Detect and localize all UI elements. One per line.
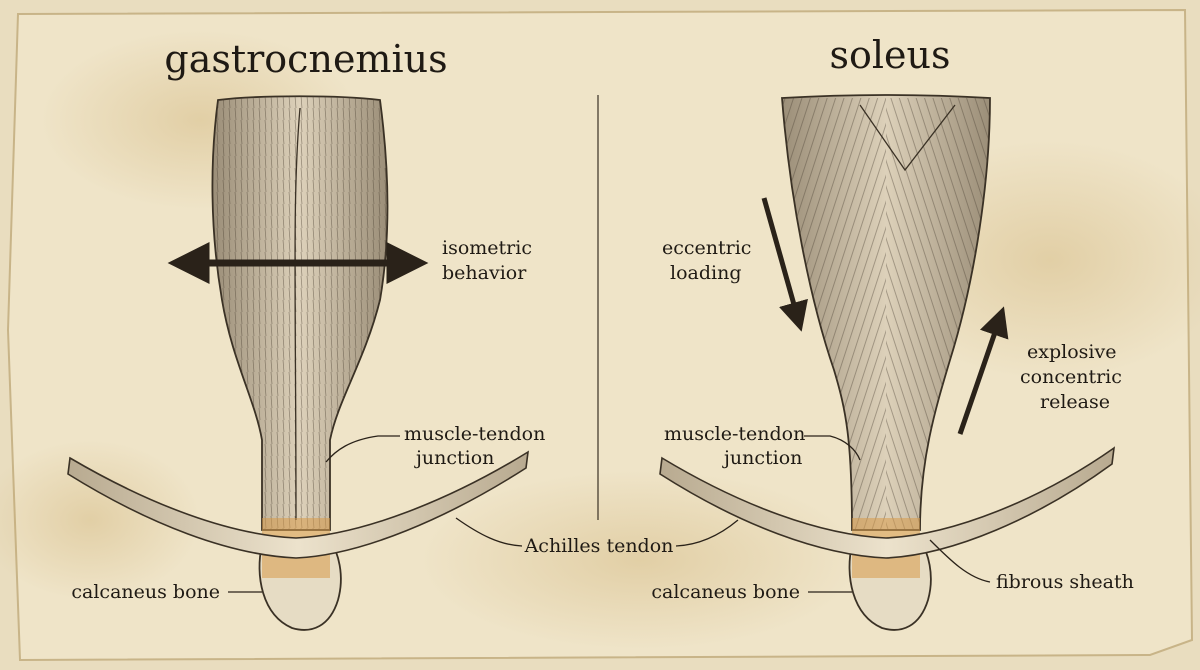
explosive-label-line2: concentric	[1020, 366, 1122, 388]
right-bone-label: calcaneus bone	[651, 581, 800, 603]
left-junction-label-line2: junction	[414, 447, 494, 469]
left-junction-label-line1: muscle-tendon	[404, 423, 545, 445]
soleus-title: soleus	[830, 33, 951, 77]
left-achilles-tendon-shape	[67, 450, 530, 559]
explosive-label-line3: release	[1040, 391, 1110, 413]
right-achilles-tendon-shape	[659, 446, 1116, 559]
achilles-tendon-label: Achilles tendon	[524, 535, 674, 557]
eccentric-label-line1: eccentric	[662, 237, 751, 259]
right-junction-label-line2: junction	[722, 447, 802, 469]
right-muscle-chevron	[859, 104, 956, 172]
left-muscle-fibers	[212, 96, 388, 530]
right-muscle-fibers-right	[886, 98, 990, 530]
achilles-leader-right	[675, 519, 739, 547]
isometric-label-line2: behavior	[442, 262, 527, 284]
left-bone-label: calcaneus bone	[71, 581, 220, 603]
explosive-arrow-icon	[957, 306, 1009, 435]
gastrocnemius-panel: gastrocnemius isometric behavior muscle-…	[67, 37, 545, 631]
soleus-panel: soleus eccentric loading explosive conce…	[651, 33, 1134, 631]
sheath-label: fibrous sheath	[996, 571, 1134, 593]
right-junction-label-line1: muscle-tendon	[664, 423, 805, 445]
right-muscle-fibers-left	[782, 98, 886, 530]
isometric-label-line1: isometric	[442, 237, 532, 259]
right-junction-leader	[804, 435, 861, 461]
sheath-leader	[929, 539, 991, 583]
explosive-label-line1: explosive	[1027, 341, 1116, 363]
achilles-tendon-callout: Achilles tendon	[455, 517, 739, 557]
eccentric-arrow-icon	[761, 197, 808, 332]
left-junction-leader	[325, 435, 400, 463]
eccentric-label-line2: loading	[670, 262, 741, 284]
achilles-leader-left	[455, 517, 523, 547]
gastrocnemius-title: gastrocnemius	[164, 37, 447, 81]
